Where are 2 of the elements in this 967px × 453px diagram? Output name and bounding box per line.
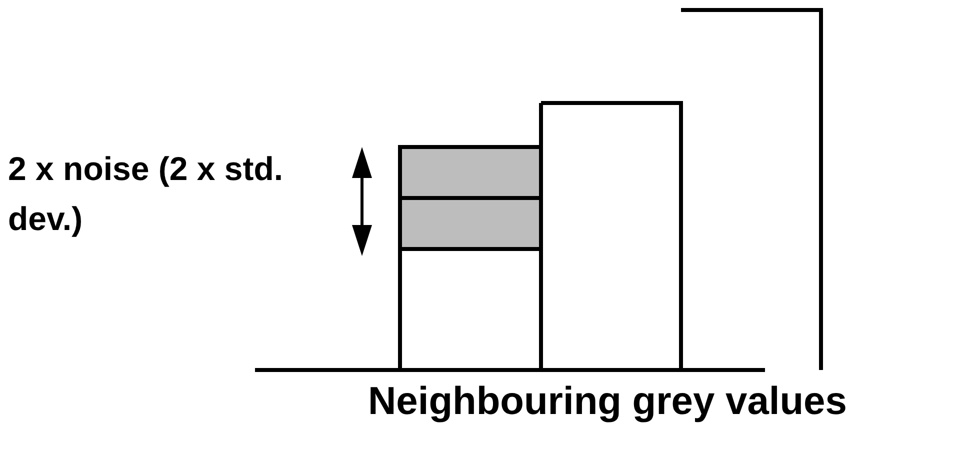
noise-label: 2 x noise (2 x std. dev.) bbox=[8, 149, 284, 239]
axis-label: Neighbouring grey values bbox=[368, 379, 847, 425]
